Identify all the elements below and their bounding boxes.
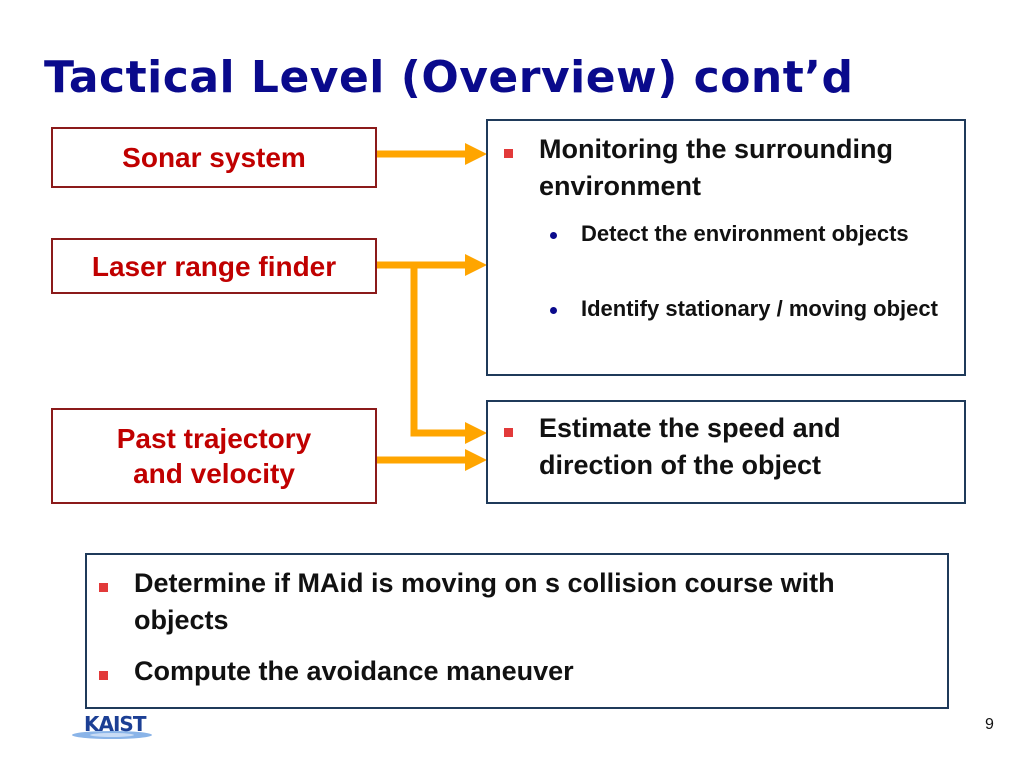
estimate-text: Estimate the speed and direction of the … — [539, 413, 841, 481]
laser-range-finder-label: Laser range finder — [91, 250, 337, 282]
collision-bullet-2: Compute the avoidance maneuver — [99, 653, 839, 690]
slide-title: Tactical Level (Overview) cont’d — [44, 52, 854, 103]
arrowhead-estimate-bottom — [465, 449, 487, 471]
identify-objects-text: Identify stationary / moving object — [581, 296, 938, 321]
avoidance-text: Compute the avoidance maneuver — [134, 656, 574, 686]
monitoring-bullet: Monitoring the surrounding environment — [504, 131, 954, 206]
arrow-laser-to-estimate — [410, 265, 468, 437]
collision-determine-text: Determine if MAid is moving on s collisi… — [134, 568, 835, 636]
detect-objects-text: Detect the environment objects — [581, 221, 909, 246]
kaist-logo: KAIST — [72, 712, 162, 742]
sonar-system-label: Sonar system — [122, 142, 306, 173]
past-trajectory-box: Past trajectory and velocity — [51, 408, 377, 504]
monitoring-text: Monitoring the surrounding environment — [539, 134, 893, 202]
past-trajectory-label: Past trajectory and velocity — [116, 423, 312, 489]
collision-bullet-1: Determine if MAid is moving on s collisi… — [99, 565, 839, 640]
collision-box: Determine if MAid is moving on s collisi… — [85, 553, 949, 709]
bullet-square-icon — [99, 583, 108, 592]
monitoring-sub-bullet-2: Identify stationary / moving object — [550, 293, 960, 325]
monitoring-sub-bullet-1: Detect the environment objects — [550, 218, 960, 250]
arrowhead-sonar — [465, 143, 487, 165]
arrowhead-laser — [465, 254, 487, 276]
page-number: 9 — [985, 716, 994, 733]
bullet-dot-icon — [550, 232, 557, 239]
estimate-box: Estimate the speed and direction of the … — [486, 400, 966, 504]
bullet-square-icon — [504, 428, 513, 437]
estimate-bullet: Estimate the speed and direction of the … — [504, 410, 954, 485]
bullet-dot-icon — [550, 307, 557, 314]
bullet-square-icon — [504, 149, 513, 158]
laser-range-finder-box: Laser range finder — [51, 238, 377, 294]
bullet-square-icon — [99, 671, 108, 680]
kaist-logo-text: KAIST — [84, 712, 146, 736]
sonar-system-box: Sonar system — [51, 127, 377, 188]
arrowhead-estimate-top — [465, 422, 487, 444]
monitoring-box: Monitoring the surrounding environment D… — [486, 119, 966, 376]
